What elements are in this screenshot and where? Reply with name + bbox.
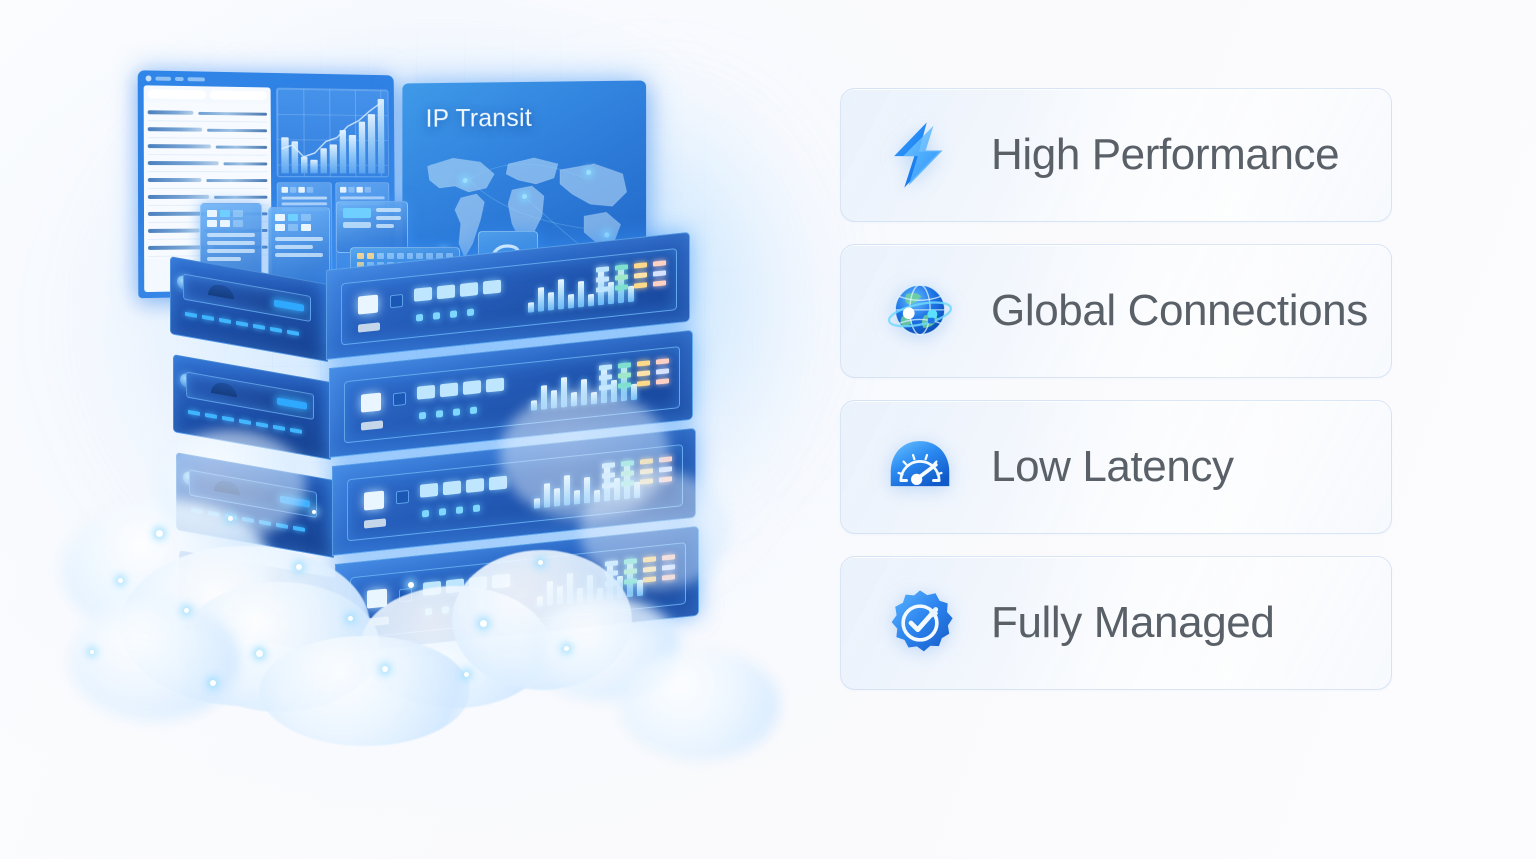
- glow-particle: [312, 510, 316, 514]
- world-map-icon: [410, 139, 639, 283]
- cloud-network-servers-illustration: IP Transit: [60, 20, 820, 760]
- ip-transit-map-panel: IP Transit: [402, 80, 647, 296]
- glow-particle: [408, 582, 414, 588]
- ip-transit-title: IP Transit: [425, 103, 533, 133]
- column-header: [209, 90, 267, 101]
- column-header: [147, 89, 207, 100]
- map-node-dot: [462, 178, 468, 184]
- glow-particle: [184, 608, 189, 613]
- lightning-bolt-icon: [881, 116, 959, 194]
- status-led: [358, 294, 378, 315]
- mini-card-tiles: [281, 186, 328, 193]
- bay-handle: [208, 282, 234, 300]
- feature-label: Fully Managed: [991, 598, 1275, 647]
- mini-card-tiles: [340, 186, 385, 193]
- table-row: [147, 138, 268, 156]
- titlebar-chip: [155, 76, 172, 81]
- feature-card-fully-managed[interactable]: Fully Managed: [840, 556, 1392, 690]
- device-lines: [275, 237, 323, 257]
- row-label: [147, 161, 219, 166]
- row-value: [205, 178, 268, 182]
- table-row: [147, 155, 268, 173]
- cloud-shape: [260, 636, 470, 746]
- module-row: [414, 279, 501, 302]
- row-value: [223, 161, 268, 165]
- table-row: [147, 172, 268, 189]
- glow-particle: [348, 616, 353, 621]
- table-row: [147, 121, 268, 140]
- titlebar-chip: [187, 76, 205, 81]
- device-split: [343, 208, 401, 232]
- cloud-shape: [70, 600, 240, 720]
- glow-particle: [296, 564, 302, 570]
- feature-card-global-connections[interactable]: Global Connections: [840, 244, 1392, 378]
- server-front-panel: [341, 248, 677, 346]
- cloud-shape: [156, 430, 306, 540]
- feature-label: Low Latency: [991, 442, 1234, 491]
- row-label: [147, 178, 202, 183]
- device-right: [376, 208, 401, 232]
- titlebar-chip: [174, 76, 184, 81]
- feature-card-low-latency[interactable]: Low Latency: [840, 400, 1392, 534]
- glow-particle: [118, 578, 123, 583]
- port-led-row: [416, 308, 474, 322]
- cloud-shape: [500, 390, 670, 520]
- glow-particle: [564, 646, 569, 651]
- feature-label: High Performance: [991, 130, 1340, 179]
- glow-particle: [90, 650, 94, 654]
- glow-particle: [382, 666, 388, 672]
- map-node-dot: [586, 169, 592, 175]
- row-value: [198, 111, 268, 116]
- row-label: [147, 144, 211, 149]
- device-tiles: [275, 214, 323, 231]
- table-header: [143, 85, 271, 105]
- row-label: [147, 228, 201, 233]
- cloud-cluster: [60, 350, 820, 760]
- globe-icon: [881, 272, 959, 350]
- label-plate: [358, 322, 380, 333]
- glow-particle: [228, 516, 233, 521]
- gear-check-icon: [881, 584, 959, 662]
- glow-particle: [156, 530, 163, 537]
- glow-particle: [256, 650, 263, 657]
- feature-card-high-performance[interactable]: High Performance: [840, 88, 1392, 222]
- server-side-face: [170, 256, 328, 362]
- row-label: [147, 110, 194, 115]
- device-left: [343, 208, 371, 232]
- cloud-shape: [620, 650, 780, 760]
- bay-indicator: [274, 299, 304, 312]
- device-lines: [207, 233, 255, 261]
- device-tiles: [207, 210, 255, 227]
- glow-particle: [210, 680, 216, 686]
- trend-line: [277, 89, 388, 178]
- bar-chart: [276, 87, 390, 178]
- glow-particle: [538, 560, 543, 565]
- glow-particle: [480, 620, 487, 627]
- cloud-shape: [580, 470, 730, 590]
- table-row: [147, 104, 268, 123]
- glow-particle: [464, 672, 469, 677]
- row-value: [206, 128, 268, 132]
- device-card: [336, 201, 408, 253]
- feature-list: High Performance: [840, 88, 1392, 690]
- feature-label: Global Connections: [991, 286, 1368, 335]
- status-led: [390, 293, 403, 309]
- window-dot-icon: [145, 74, 152, 81]
- speedometer-icon: [881, 428, 959, 506]
- row-label: [147, 127, 203, 132]
- row-value: [215, 145, 268, 149]
